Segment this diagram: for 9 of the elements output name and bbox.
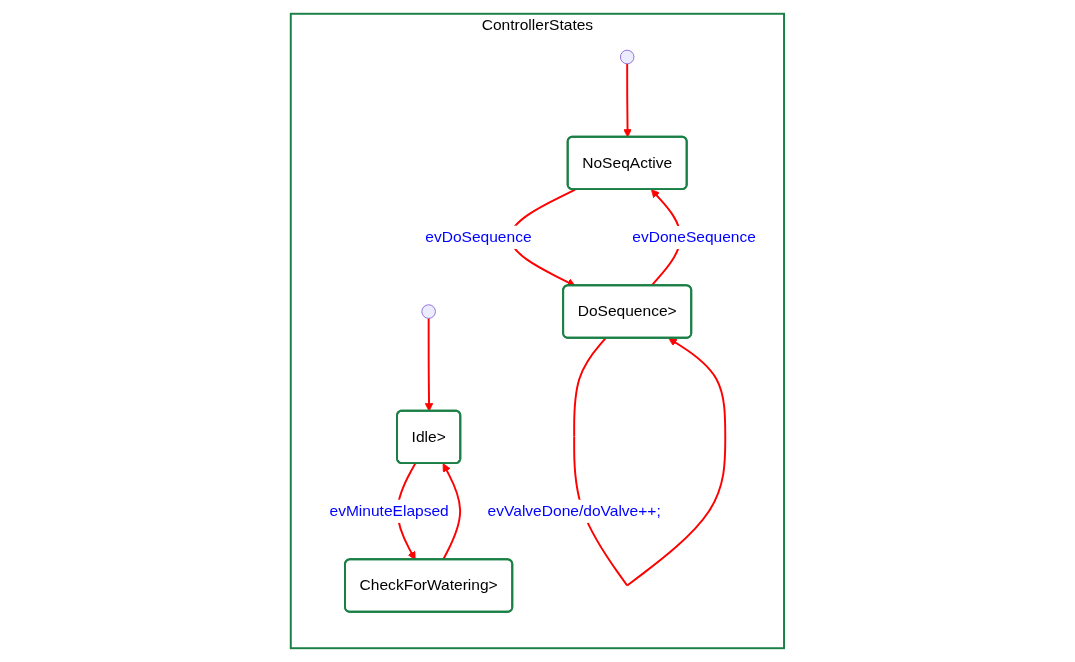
edge-label: evValveDone/doValve++;: [487, 502, 661, 519]
arrow: [424, 317, 434, 412]
edge-label: evDoneSequence: [632, 228, 757, 246]
arrow: [623, 62, 632, 138]
edge-label: evMinuteElapsed: [329, 502, 449, 519]
arrow: [442, 463, 462, 561]
node-circle: [620, 49, 635, 65]
node-circle: [421, 304, 437, 319]
edge-label: evDoSequence: [425, 228, 532, 246]
